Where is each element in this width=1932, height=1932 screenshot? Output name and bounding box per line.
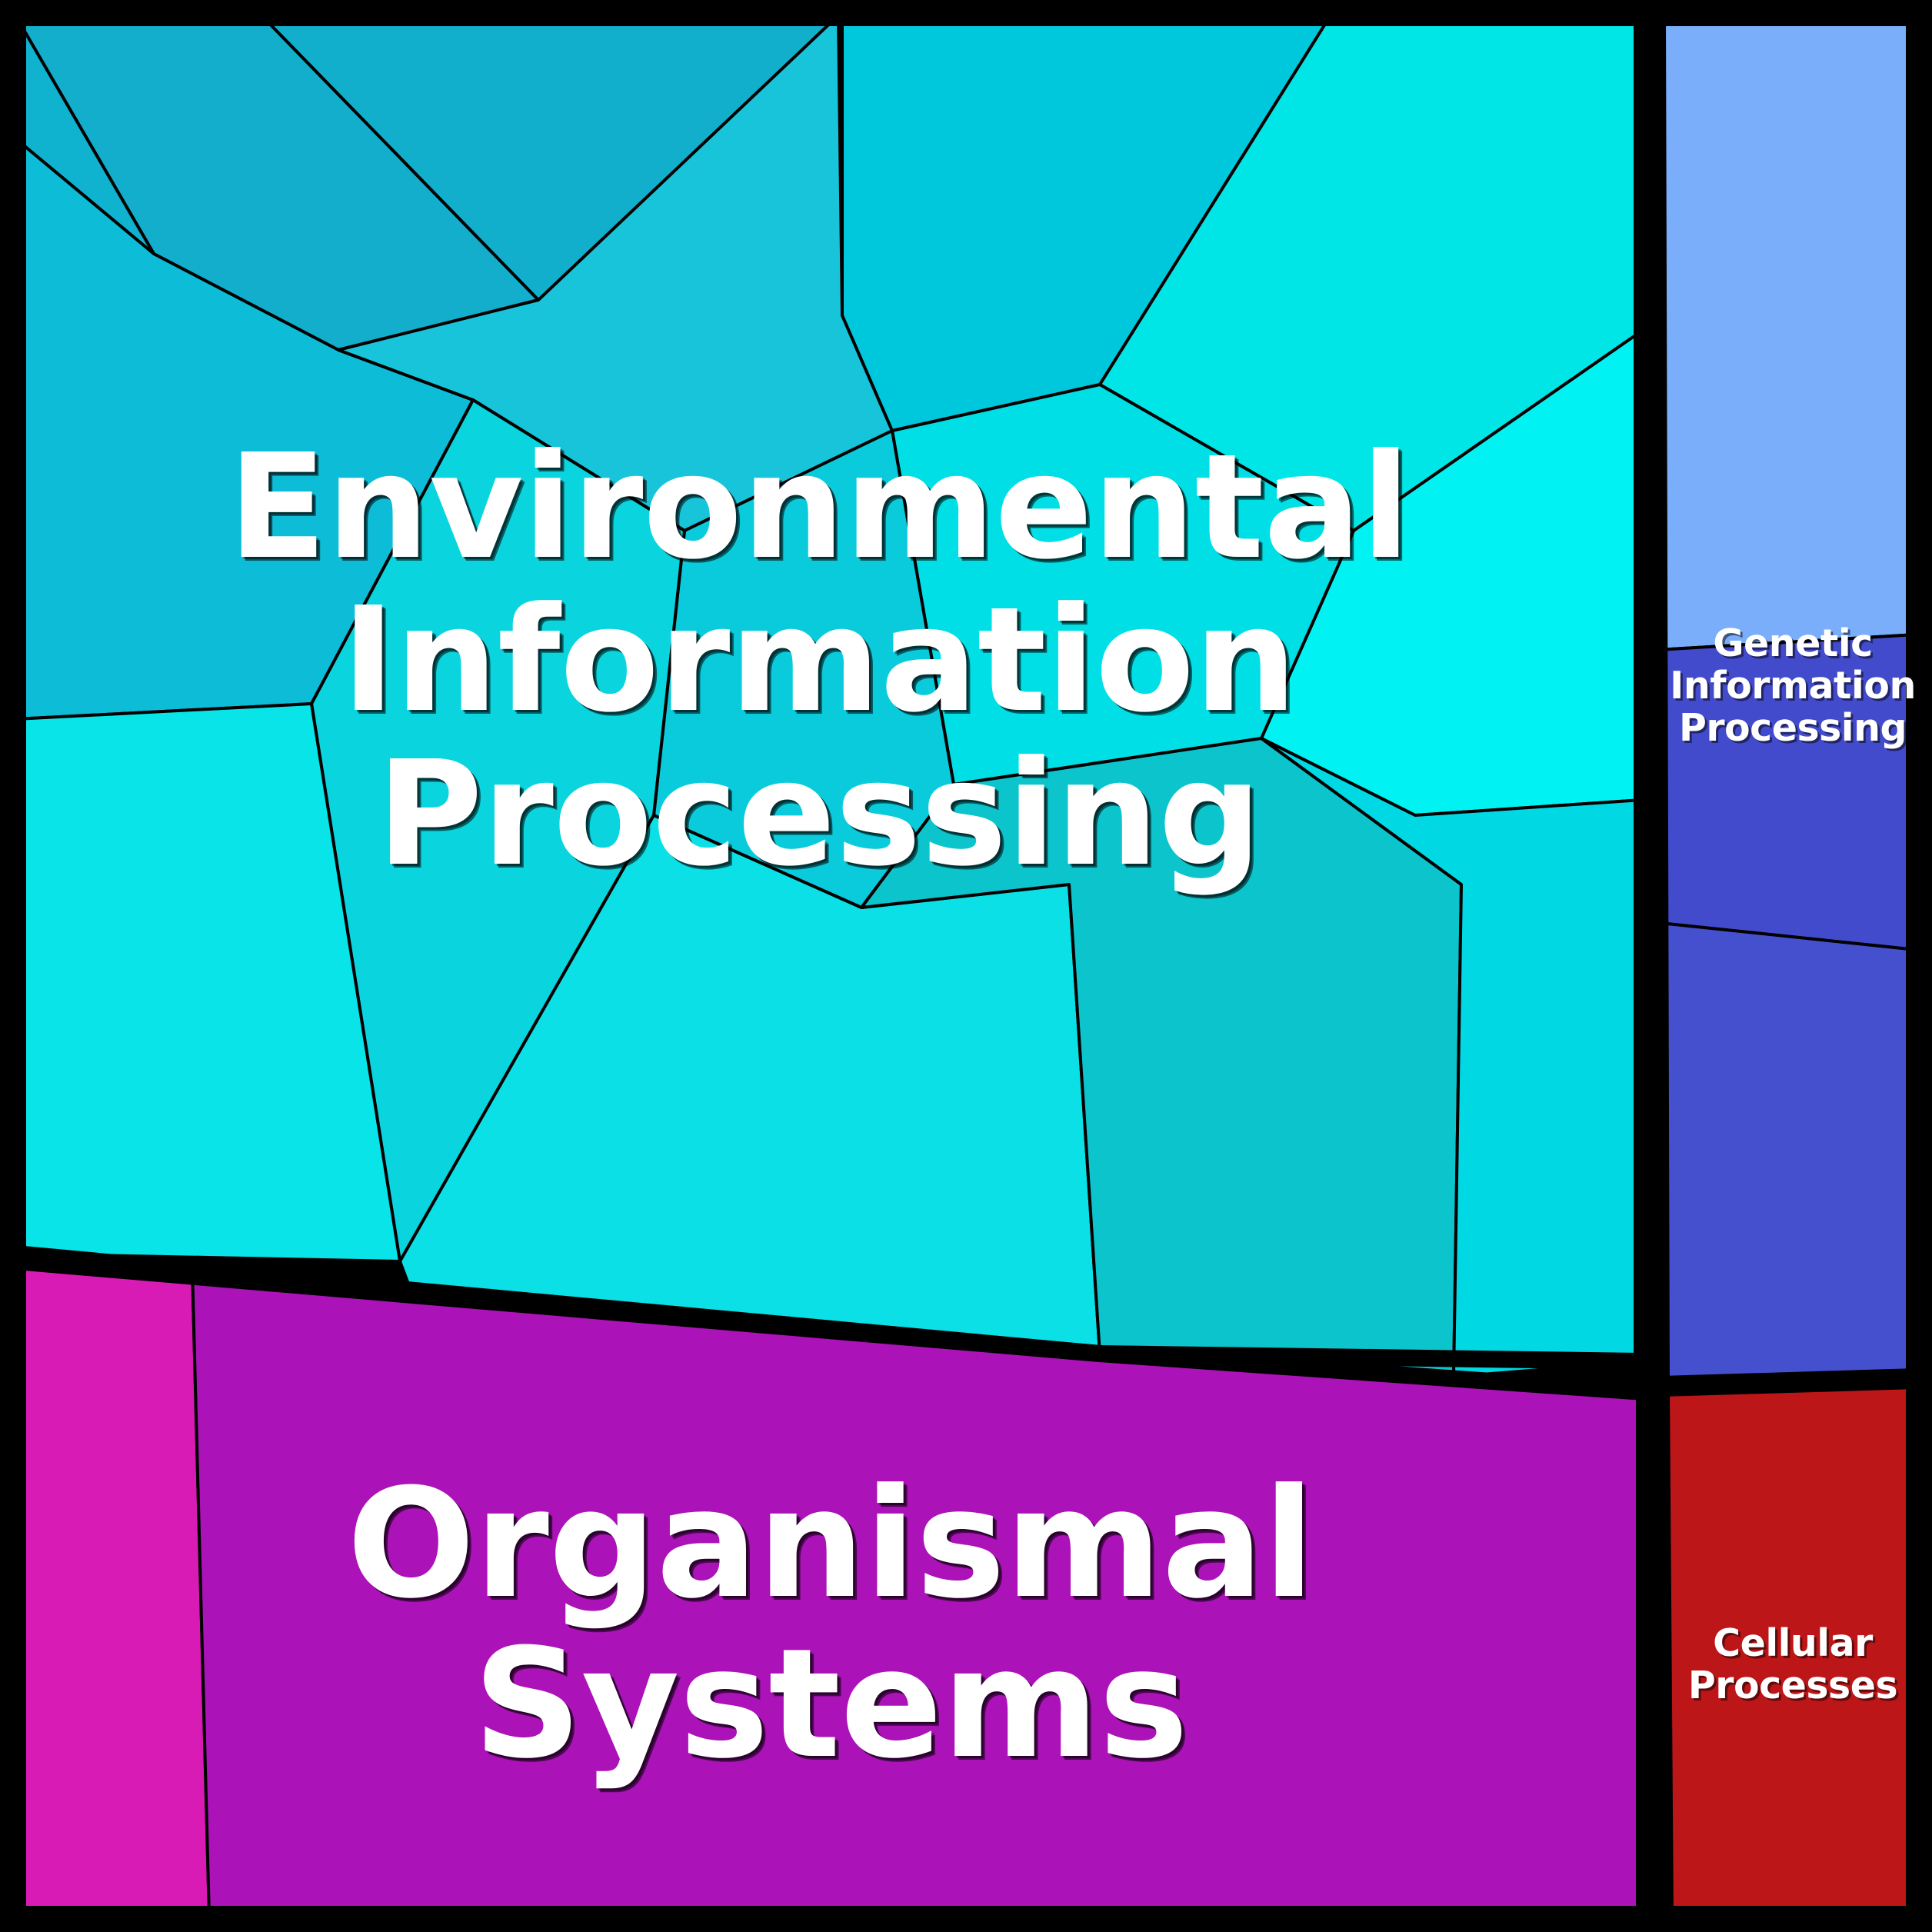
treemap-cell-gip[interactable] xyxy=(1656,14,1918,651)
treemap-cell-gip[interactable] xyxy=(1656,633,1918,951)
cells-layer xyxy=(14,14,1918,1918)
treemap-cell-org[interactable] xyxy=(14,1260,211,1918)
treemap-cell-cp[interactable] xyxy=(1660,1379,1918,1918)
treemap-cell-gip[interactable] xyxy=(1658,921,1918,1386)
